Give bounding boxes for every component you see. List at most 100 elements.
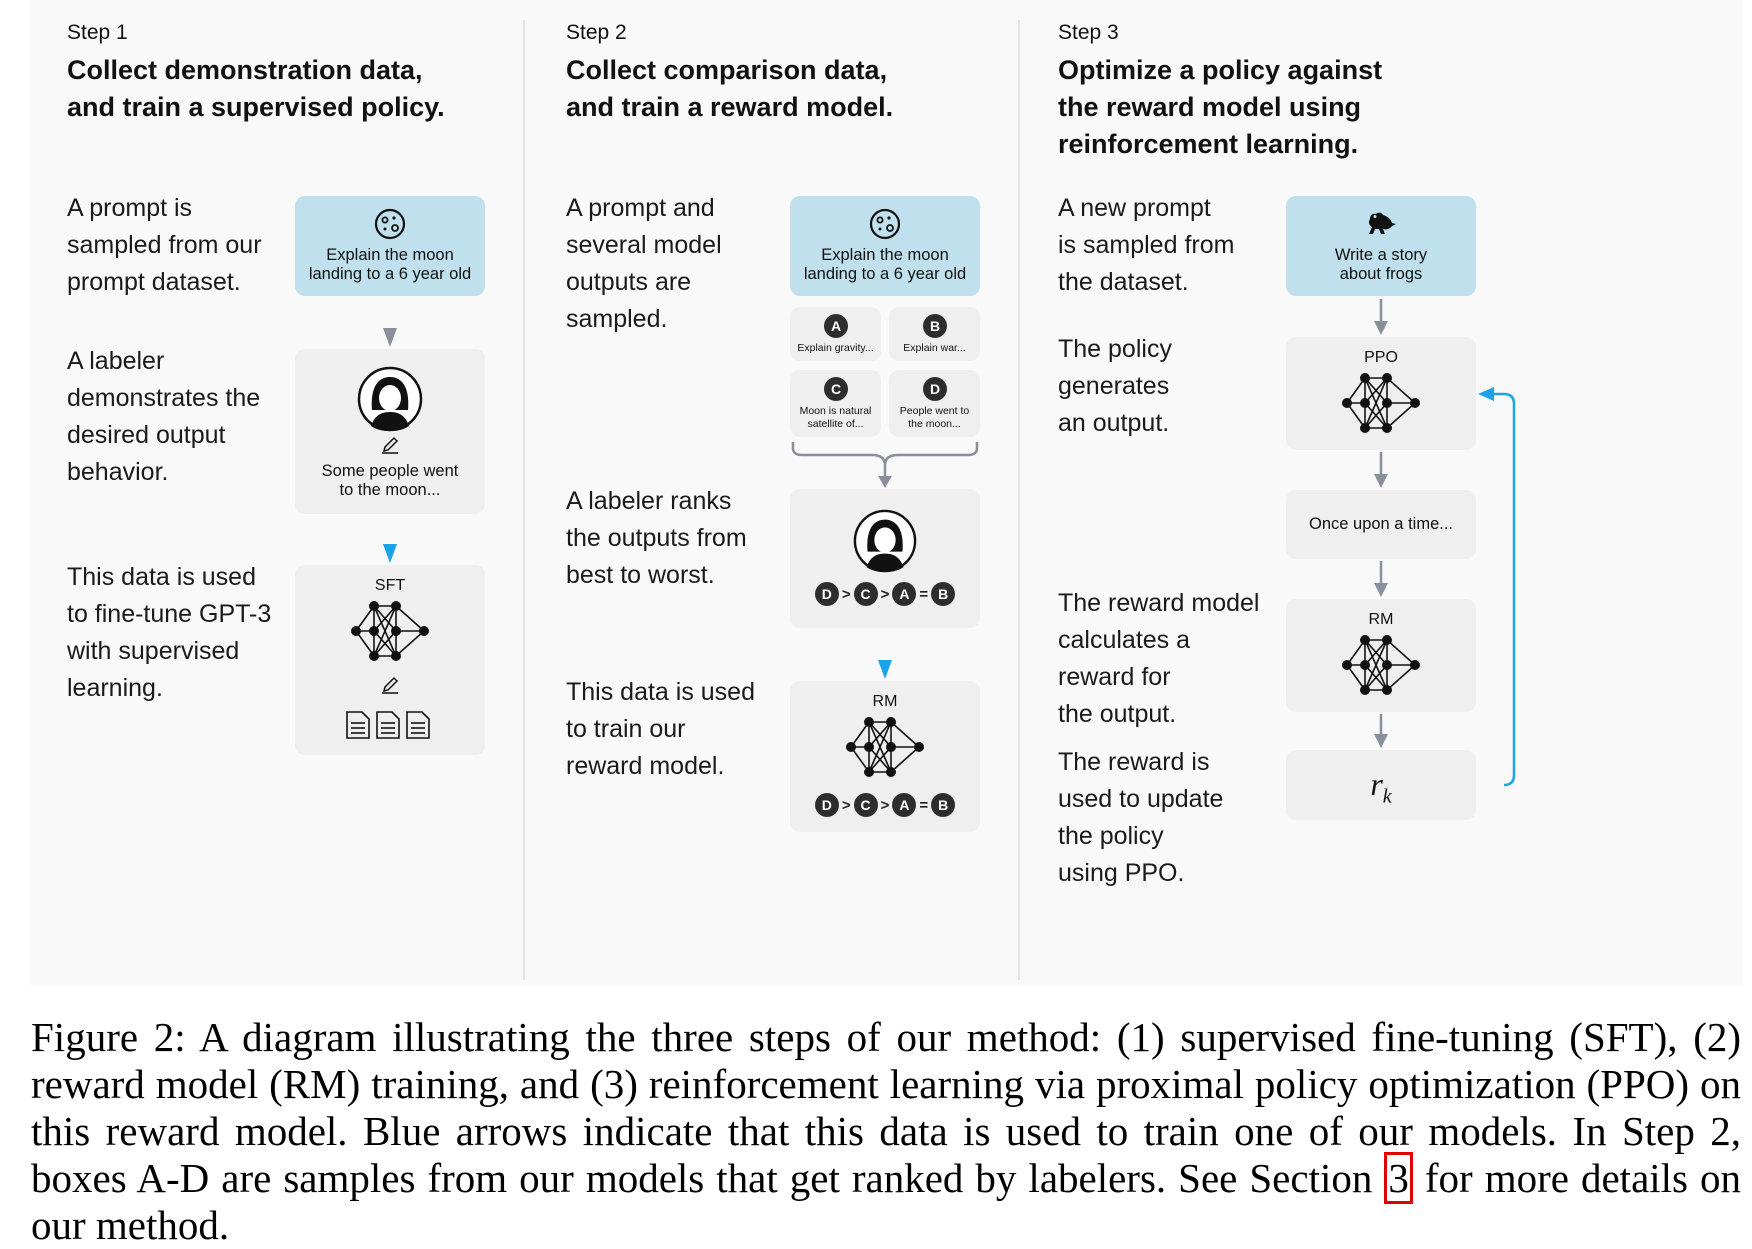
desc-line: generates	[1058, 372, 1170, 400]
network-edge	[1364, 377, 1388, 429]
rank-badge: A	[892, 582, 917, 606]
step3-desc-policy: The policy generates an output.	[1058, 331, 1172, 442]
rank-badge: D	[814, 582, 839, 606]
network-node	[351, 626, 361, 636]
desc-line: to train our	[566, 715, 686, 743]
step2-ranking-card: D > C > A = B	[790, 489, 980, 628]
frog-icon	[1368, 212, 1396, 234]
network-node	[1360, 398, 1370, 408]
step3-desc-reward: The reward model calculates a reward for…	[1058, 585, 1259, 733]
column-divider	[1018, 20, 1020, 980]
output-card-d: D People went to the moon...	[889, 370, 980, 437]
network-edge	[1386, 402, 1416, 429]
step3-desc-prompt: A new prompt is sampled from the dataset…	[1058, 190, 1234, 301]
step2-desc-ranks: A labeler ranks the outputs from best to…	[566, 483, 747, 594]
step1-label: Step 1	[67, 21, 128, 44]
step1-desc-labeler: A labeler demonstrates the desired outpu…	[67, 343, 260, 491]
output-card-a: A Explain gravity...	[790, 307, 881, 361]
pencil-icon	[382, 436, 399, 454]
network-edge	[1364, 402, 1388, 429]
network-edge	[1386, 664, 1416, 691]
rm-label: RM	[872, 693, 898, 710]
step3-prompt-card: Write a story about frogs	[1286, 196, 1476, 296]
network-node	[369, 651, 379, 661]
moon-icon	[869, 208, 901, 240]
prompt-text: Explain the moon	[821, 246, 949, 264]
title-line: Collect comparison data,	[566, 55, 888, 85]
rank-symbol: =	[919, 796, 929, 814]
gray-arrow-down-icon	[1374, 714, 1388, 748]
step2-desc-train: This data is used to train our reward mo…	[566, 674, 755, 785]
sft-label: SFT	[374, 577, 406, 594]
network-node	[886, 717, 896, 727]
reward-symbol: r	[1370, 766, 1383, 802]
network-edge	[1364, 639, 1388, 666]
network-edge	[355, 605, 375, 632]
network-node	[1342, 660, 1352, 670]
network-node	[391, 626, 401, 636]
desc-line: to fine-tune GPT-3	[67, 600, 272, 628]
network-node	[1360, 685, 1370, 695]
network-node	[1360, 660, 1370, 670]
step2-title: Collect comparison data, and train a rew…	[566, 52, 893, 126]
network-node	[369, 626, 379, 636]
step1-sft-card: SFT	[295, 565, 485, 755]
section-reference-link[interactable]: 3	[1384, 1152, 1413, 1204]
rank-badge: B	[931, 582, 956, 606]
badge-a: A	[824, 314, 848, 338]
network-node	[1360, 423, 1370, 433]
network-node	[1360, 373, 1370, 383]
desc-line: outputs are	[566, 268, 692, 296]
step3-label: Step 3	[1058, 21, 1119, 44]
network-node	[419, 626, 429, 636]
network-edge	[1346, 639, 1366, 666]
step2-prompt-card: Explain the moon landing to a 6 year old	[790, 196, 980, 296]
gray-arrow-down-icon	[383, 328, 397, 347]
desc-line: A prompt is	[67, 194, 193, 222]
network-edge	[868, 746, 892, 773]
desc-line: This data is used	[67, 563, 256, 591]
desc-line: The policy	[1058, 335, 1172, 363]
network-edge	[373, 605, 397, 632]
title-line: Optimize a policy against	[1058, 55, 1383, 85]
network-node	[369, 601, 379, 611]
network-node	[1382, 373, 1392, 383]
step3-ppo-card: PPO	[1286, 337, 1476, 450]
desc-line: learning.	[67, 674, 163, 702]
title-line: the reward model using	[1058, 92, 1362, 122]
desc-line: best to worst.	[566, 561, 715, 589]
caption-text: for more details on our method.	[31, 1155, 1742, 1248]
network-node	[1382, 660, 1392, 670]
title-line: and train a supervised policy.	[67, 92, 445, 122]
network-edge	[1364, 639, 1388, 691]
network-edge	[850, 721, 870, 748]
labeler-avatar-icon	[853, 509, 917, 573]
step3-rm-card: RM	[1286, 599, 1476, 712]
network-node	[864, 717, 874, 727]
rank-symbol: >	[841, 585, 851, 603]
network-edge	[395, 630, 425, 657]
output-text: Explain war...	[903, 342, 966, 354]
badge-b: B	[923, 314, 947, 338]
network-edge	[1364, 664, 1388, 691]
desc-line: the policy	[1058, 822, 1164, 850]
labeler-avatar-icon	[357, 366, 423, 432]
network-node	[1410, 398, 1420, 408]
demonstration-text: Some people went	[321, 462, 459, 480]
output-text: Explain gravity...	[797, 342, 874, 354]
output-text: Moon is natural	[799, 405, 872, 417]
desc-line: an output.	[1058, 409, 1170, 437]
network-edge	[1346, 664, 1366, 691]
documents-icon	[346, 711, 430, 739]
blue-feedback-arrow-icon	[1478, 387, 1516, 787]
step1-title: Collect demonstration data, and train a …	[67, 52, 445, 126]
rank-symbol: >	[841, 796, 851, 814]
desc-line: This data is used	[566, 678, 755, 706]
step2-desc-sampled: A prompt and several model outputs are s…	[566, 190, 722, 338]
badge-c: C	[824, 377, 848, 401]
badge-d: D	[923, 377, 947, 401]
network-edge	[868, 721, 892, 748]
neural-network-icon	[351, 601, 429, 661]
gray-arrow-down-icon	[1374, 452, 1388, 488]
network-edge	[355, 630, 375, 657]
